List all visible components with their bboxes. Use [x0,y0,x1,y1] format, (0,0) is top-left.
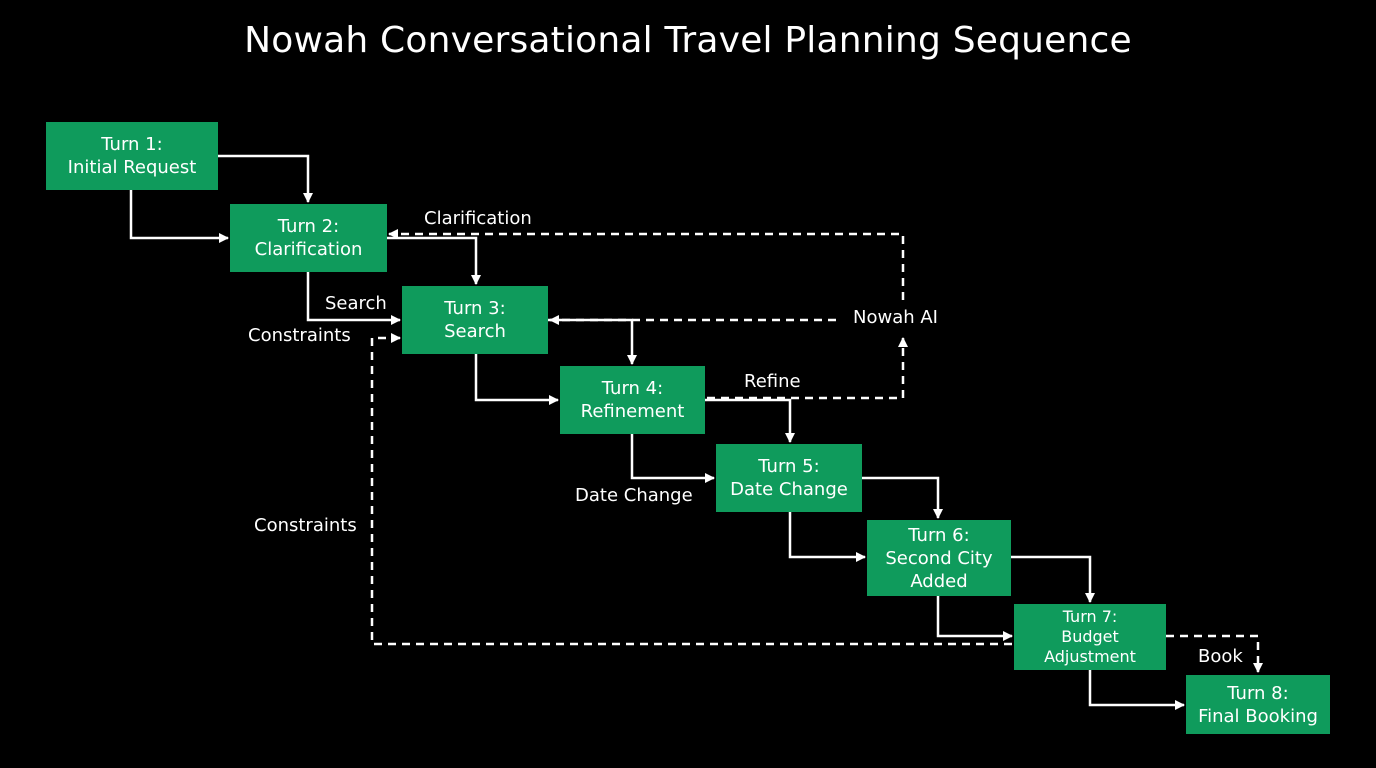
node-turn6-line3: Added [910,570,968,592]
edge-turn6-right-to-turn7 [1011,555,1095,603]
node-turn4-line1: Turn 4: [601,378,664,399]
edge-label-search: Search [325,293,387,314]
node-turn7-line3: Adjustment [1044,647,1136,666]
node-turn1[interactable]: Turn 1: Initial Request [46,122,218,190]
node-turn3-line2: Search [444,321,506,342]
node-turn6-line1: Turn 6: [908,524,970,546]
edge-turn4-right-to-turn5 [705,398,795,443]
node-turn8-line1: Turn 8: [1227,682,1289,704]
agent-nowah-ai: Nowah AI [853,307,938,328]
edge-ai-clarification-to-turn2 [388,229,905,300]
node-turn4-line2: Refinement [580,401,685,422]
node-turn7-line1: Turn 7: [1062,607,1118,626]
node-turn5[interactable]: Turn 5: Date Change [716,444,862,512]
node-turn7-line2: Budget [1061,627,1119,646]
edge-turn5-down-to-turn6 [788,512,866,562]
node-turn5-line2: Date Change [730,479,848,500]
node-turn1-line2: Initial Request [67,157,197,178]
edge-label-refine: Refine [744,371,801,392]
node-turn1-line1: Turn 1: [101,134,163,155]
edge-turn7-constraints-to-turn3 [370,333,1012,646]
edge-label-constraints-top: Constraints [248,325,351,346]
node-turn8[interactable]: Turn 8: Final Booking [1186,675,1330,734]
node-turn2[interactable]: Turn 2: Clarification [230,204,387,272]
edge-turn2-right-to-turn3 [387,236,481,285]
node-turn6[interactable]: Turn 6: Second City Added [867,520,1011,596]
edge-label-date-change: Date Change [575,485,693,506]
node-turn4[interactable]: Turn 4: Refinement [560,366,705,434]
edge-turn6-down-to-turn7 [936,596,1013,641]
edge-turn5-right-to-turn6 [862,476,943,519]
edge-turn3-down-to-turn4 [474,354,559,405]
edge-turn3-right-to-turn4 [548,318,637,365]
node-turn5-line1: Turn 5: [758,456,820,477]
edge-turn7-down-to-turn8 [1088,670,1185,710]
node-turn3[interactable]: Turn 3: Search [402,286,548,354]
edge-refine-to-ai [707,337,908,400]
node-turn2-line1: Turn 2: [277,216,340,237]
edge-turn7-book-to-turn8 [1166,634,1263,673]
node-turn2-line2: Clarification [254,239,363,260]
edge-turn2-down-to-turn3 [306,272,401,325]
node-turn8-line2: Final Booking [1198,705,1318,727]
edge-label-book: Book [1198,646,1243,667]
node-turn3-line1: Turn 3: [444,298,506,319]
node-turn6-line2: Second City [885,547,993,569]
edge-label-clarification: Clarification [424,208,532,229]
node-turn7[interactable]: Turn 7: Budget Adjustment [1014,604,1166,670]
edge-turn1-right-to-turn2 [218,154,313,203]
edge-label-constraints-left: Constraints [254,515,357,536]
edge-turn1-down-to-turn2 [129,190,229,243]
diagram-title: Nowah Conversational Travel Planning Seq… [244,20,1132,61]
edge-turn4-down-to-turn5 [630,434,715,483]
